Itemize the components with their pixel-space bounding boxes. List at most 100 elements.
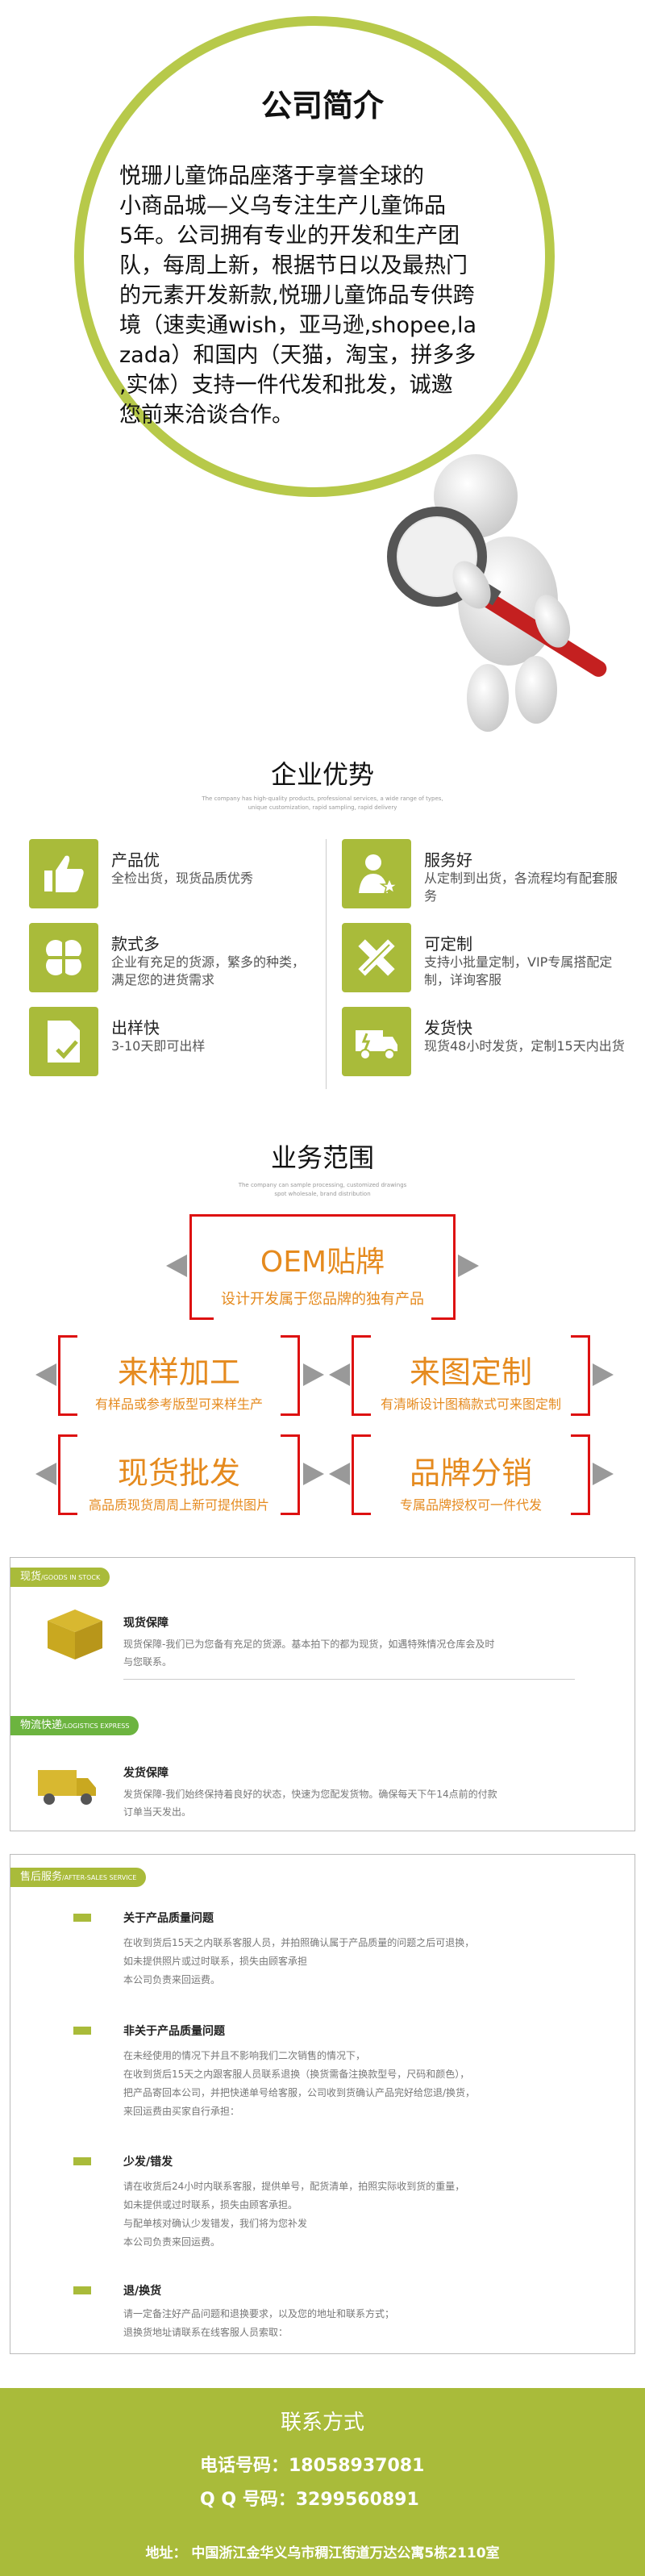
advantage-desc: 现货48小时发货，定制15天内出货 xyxy=(424,1038,625,1054)
body-line: 本公司负责来回运费。 xyxy=(123,2236,221,2248)
advantage-name: 产品优 xyxy=(111,850,160,870)
company-intro-section: 公司简介 悦珊儿童饰品座落于享誉全球的 小商品城—义乌专注生产儿童饰品 5年。公… xyxy=(0,0,645,742)
business-subtitle-line: The company can sample processing, custo… xyxy=(238,1182,407,1188)
truck-icon xyxy=(38,1770,96,1805)
return-exchange-heading: 退/换货 xyxy=(123,2285,162,2298)
brand-card xyxy=(352,1434,590,1515)
quality-issue-body: 在收到货后15天之内联系客服人员，并拍照确认属于产品质量的问题之后可退换， 如未… xyxy=(123,1934,575,1989)
drawing-right-arrow xyxy=(593,1363,614,1386)
advantage-item: 产品优 全检出货，现货品质优秀 xyxy=(29,839,319,920)
qq-number[interactable]: Q Q 号码：3299560891 xyxy=(200,2490,419,2510)
oem-desc: 设计开发属于您品牌的独有产品 xyxy=(221,1291,424,1308)
stock-tag-label: 现货 xyxy=(20,1571,42,1583)
logistics-tag-en: /LOGISTICS EXPRESS xyxy=(62,1722,130,1730)
sample-card xyxy=(58,1335,300,1416)
logistics-tag-label: 物流快递 xyxy=(20,1719,63,1731)
thumbs-up-icon xyxy=(29,839,98,908)
section-bullet xyxy=(73,2286,91,2294)
intro-line: 5年。公司拥有专业的开发和生产团 xyxy=(119,223,460,248)
brand-desc: 专属品牌授权可一件代发 xyxy=(399,1497,542,1513)
brand-right-arrow xyxy=(593,1463,614,1485)
body-line: 请在收货后24小时内联系客服，提供单号，配货清单，拍照实际收到货的重量， xyxy=(123,2181,465,2192)
oem-right-arrow xyxy=(458,1255,479,1277)
box-icon xyxy=(48,1609,102,1660)
intro-line: ,实体）支持一件代发和批发，诚邀 xyxy=(119,373,453,398)
advantages-subtitle-line: unique customization, rapid sampling, ra… xyxy=(248,804,397,811)
contact-title: 联系方式 xyxy=(280,2411,364,2435)
brand-title: 品牌分销 xyxy=(409,1455,532,1491)
advantage-name: 可定制 xyxy=(424,934,472,954)
stock-desc-line: 与您联系。 xyxy=(123,1656,173,1668)
return-exchange-body: 请一定备注好产品问题和退换要求，以及您的地址和联系方式； 退换货地址请联系在线客… xyxy=(123,2305,575,2342)
section-bullet xyxy=(73,2027,91,2035)
advantage-item: 款式多 企业有充足的货源，繁多的种类，满足您的进货需求 xyxy=(29,923,319,1004)
stock-service-desc: 现货保障-我们已为您备有充足的货源。基本拍下的都为现货，如遇特殊情况仓库会及时 … xyxy=(123,1635,607,1671)
stock-tag-en: /GOODS IN STOCK xyxy=(41,1574,101,1581)
intro-line: 您前来洽谈合作。 xyxy=(119,403,293,428)
address: 地址： 中国浙江金华义乌市稠江街道万达公寓5栋2110室 xyxy=(145,2545,500,2561)
wholesale-left-arrow xyxy=(35,1463,56,1485)
advantage-desc: 企业有充足的货源，繁多的种类，满足您的进货需求 xyxy=(111,954,306,987)
business-subtitle-line: spot wholesale, brand distribution xyxy=(274,1191,371,1197)
business-subtitle: The company can sample processing, custo… xyxy=(194,1181,452,1199)
advantage-name: 发货快 xyxy=(424,1018,472,1037)
drawing-left-arrow xyxy=(329,1363,350,1386)
advantage-name: 服务好 xyxy=(424,850,472,870)
brand-left-arrow xyxy=(329,1463,350,1485)
advantage-item: 可定制 支持小批量定制，VIP专属搭配定制，详询客服 xyxy=(342,923,632,1004)
intro-line: 队，每周上新，根据节日以及最热门 xyxy=(119,253,468,278)
drawing-title: 来图定制 xyxy=(409,1355,532,1390)
advantages-grid: 产品优 全检出货，现货品质优秀 服务好 从定制到出货，各流程均有配套服务 款式多… xyxy=(29,839,625,1089)
body-line: 如未提供或过时联系，损失由顾客承担。 xyxy=(123,2199,298,2211)
advantage-desc: 支持小批量定制，VIP专属搭配定制，详询客服 xyxy=(424,954,613,987)
delivery-truck-icon xyxy=(342,1007,411,1076)
advantages-subtitle-line: The company has high-quality products, p… xyxy=(202,795,443,802)
after-sales-tag: 售后服务/AFTER-SALES SERVICE xyxy=(10,1868,147,1887)
wholesale-card xyxy=(58,1434,300,1515)
phone-number[interactable]: 电话号码：18058937081 xyxy=(200,2456,425,2476)
after-sales-panel: 售后服务/AFTER-SALES SERVICE 关于产品质量问题 在收到货后1… xyxy=(10,1854,635,2354)
body-line: 与配单核对确认少发错发，我们将为您补发 xyxy=(123,2218,308,2229)
non-quality-issue-body: 在未经使用的情况下并且不影响我们二次销售的情况下， 在收到货后15天之内跟客服人… xyxy=(123,2047,575,2121)
oem-card xyxy=(189,1214,456,1317)
stock-tag: 现货/GOODS IN STOCK xyxy=(10,1568,110,1587)
non-quality-issue-heading: 非关于产品质量问题 xyxy=(123,2025,225,2038)
logistics-tag: 物流快递/LOGISTICS EXPRESS xyxy=(10,1716,139,1735)
section-bullet xyxy=(73,2157,91,2165)
logistics-desc-line: 发货保障-我们始终保持着良好的状态，快速为您配发货物。确保每天下午14点前的付款 xyxy=(123,1789,497,1800)
ruler-pencil-icon xyxy=(342,923,411,992)
wholesale-title: 现货批发 xyxy=(117,1455,240,1491)
clover-icon xyxy=(29,923,98,992)
stock-desc-line: 现货保障-我们已为您备有充足的货源。基本拍下的都为现货，如遇特殊情况仓库会及时 xyxy=(123,1639,495,1650)
advantage-name: 款式多 xyxy=(111,934,160,954)
body-line: 把产品寄回本公司，并把快递单号给客服，公司收到货确认产品完好给您退/换货， xyxy=(123,2087,476,2098)
body-line: 在收到货后15天之内联系客服人员，并拍照确认属于产品质量的问题之后可退换， xyxy=(123,1937,475,1948)
missing-wrong-body: 请在收货后24小时内联系客服，提供单号，配货清单，拍照实际收到货的重量， 如未提… xyxy=(123,2177,575,2252)
document-check-icon xyxy=(29,1007,98,1076)
body-line: 如未提供照片或过时联系，损失由顾客承担 xyxy=(123,1956,308,1967)
intro-title: 公司简介 xyxy=(260,88,384,123)
intro-line: 悦珊儿童饰品座落于享誉全球的 xyxy=(119,164,424,189)
advantages-title: 企业优势 xyxy=(270,759,374,790)
quality-issue-heading: 关于产品质量问题 xyxy=(123,1912,214,1925)
logistics-service-name: 发货保障 xyxy=(123,1767,169,1780)
after-sales-tag-en: /AFTER-SALES SERVICE xyxy=(62,1874,137,1881)
sample-left-arrow xyxy=(35,1363,56,1386)
advantage-name: 出样快 xyxy=(111,1018,160,1037)
magnifier-mascot-illustration xyxy=(387,454,607,732)
advantages-subtitle: The company has high-quality products, p… xyxy=(153,795,492,812)
section-bullet xyxy=(73,1914,91,1922)
oem-card-bottom xyxy=(189,1317,456,1320)
body-line: 在收到货后15天之内跟客服人员联系退换（换货需备注换款型号，尺码和颜色）， xyxy=(123,2069,470,2080)
advantage-item: 服务好 从定制到出货，各流程均有配套服务 xyxy=(342,839,632,920)
sample-desc: 有样品或参考版型可来样生产 xyxy=(94,1397,263,1412)
body-line: 本公司负责来回运费。 xyxy=(123,1974,221,1985)
drawing-card xyxy=(352,1335,590,1416)
intro-line: 的元素开发新款,悦珊儿童饰品专供跨 xyxy=(119,283,475,308)
advantage-desc: 3-10天即可出样 xyxy=(111,1038,206,1054)
intro-line: 小商品城—义乌专注生产儿童饰品 xyxy=(119,194,446,219)
oem-left-arrow xyxy=(166,1255,187,1277)
wholesale-desc: 高品质现货周周上新可提供图片 xyxy=(88,1497,269,1513)
body-line: 来回运费由买家自行承担： xyxy=(123,2106,240,2117)
logistics-service-desc: 发货保障-我们始终保持着良好的状态，快速为您配发货物。确保每天下午14点前的付款… xyxy=(123,1785,607,1821)
